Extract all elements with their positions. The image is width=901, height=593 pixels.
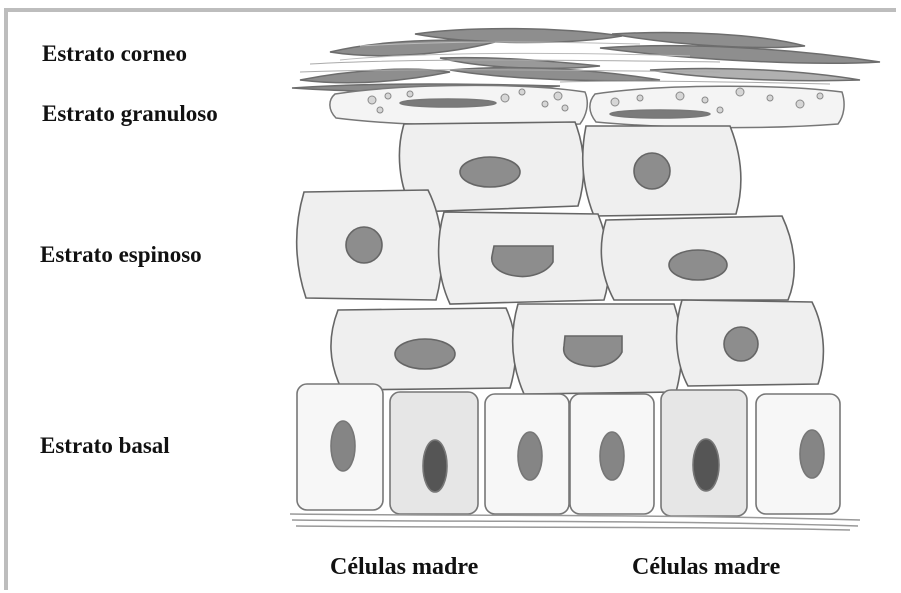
corneum-cell: [650, 68, 860, 80]
spinous-cell-nucleus: [346, 227, 382, 263]
spinous-cell-nucleus: [669, 250, 727, 280]
basement-membrane: [290, 514, 860, 530]
spinous-cell-nucleus: [724, 327, 758, 361]
basal-cell-nucleus: [331, 421, 355, 471]
spinous-cell-nucleus: [564, 336, 622, 366]
basal-stem-cell-nucleus: [693, 439, 719, 491]
basal-cell-nucleus: [600, 432, 624, 480]
label-stratum-corneum: Estrato corneo: [42, 41, 187, 67]
basal-cell-nucleus: [518, 432, 542, 480]
label-stratum-spinosum: Estrato espinoso: [40, 242, 202, 268]
basal-stem-cell-nucleus: [423, 440, 447, 492]
spinous-cell-nucleus: [634, 153, 670, 189]
granular-cell-nucleus: [400, 99, 496, 107]
basal-cell-nucleus: [800, 430, 824, 478]
basal-cell: [756, 394, 840, 514]
corneum-cell: [440, 58, 600, 69]
stratum-basale-layer: [297, 384, 840, 516]
label-stem-cells-left: Células madre: [330, 554, 478, 581]
stratum-corneum-layer: [292, 29, 880, 92]
label-stratum-basale: Estrato basal: [40, 433, 170, 459]
spinous-cell-nucleus: [460, 157, 520, 187]
granular-cell-nucleus: [610, 110, 710, 118]
granular-cell: [590, 86, 844, 127]
spinous-cell-nucleus: [395, 339, 455, 369]
stratum-spinosum-layer: [297, 122, 824, 394]
label-stem-cells-right: Células madre: [632, 554, 780, 581]
stratum-granulosum-layer: [330, 85, 844, 127]
label-stratum-granulosum: Estrato granuloso: [42, 101, 218, 127]
